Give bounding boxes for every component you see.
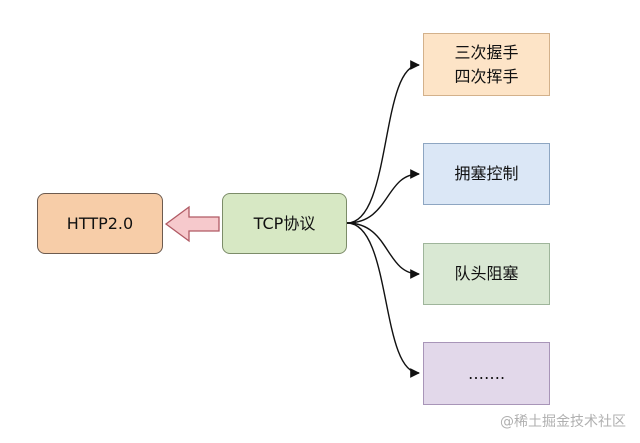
connector-to-more xyxy=(346,222,420,378)
node-handshake-line-2: 四次挥手 xyxy=(454,66,519,86)
watermark: @稀土掘金技术社区 xyxy=(500,414,626,430)
connector-to-handshake xyxy=(346,60,420,224)
node-handshake-line-1: 三次握手 xyxy=(454,43,519,63)
node-http2: HTTP2.0 xyxy=(37,193,163,254)
node-more: ……. xyxy=(423,342,550,405)
node-congestion-label: 拥塞控制 xyxy=(454,164,519,184)
node-http2-label: HTTP2.0 xyxy=(66,213,134,233)
node-tcp-label: TCP协议 xyxy=(253,213,316,233)
big-left-arrow-icon xyxy=(164,205,220,243)
connector-to-hol xyxy=(346,222,420,279)
node-tcp-protocol: TCP协议 xyxy=(222,193,347,254)
node-congestion-control: 拥塞控制 xyxy=(423,143,550,205)
node-head-of-line-blocking: 队头阻塞 xyxy=(423,243,550,305)
node-handshake: 三次握手 四次挥手 xyxy=(423,33,550,96)
node-hol-label: 队头阻塞 xyxy=(454,264,519,284)
node-more-label: ……. xyxy=(467,363,506,383)
connector-to-congestion xyxy=(346,169,420,224)
